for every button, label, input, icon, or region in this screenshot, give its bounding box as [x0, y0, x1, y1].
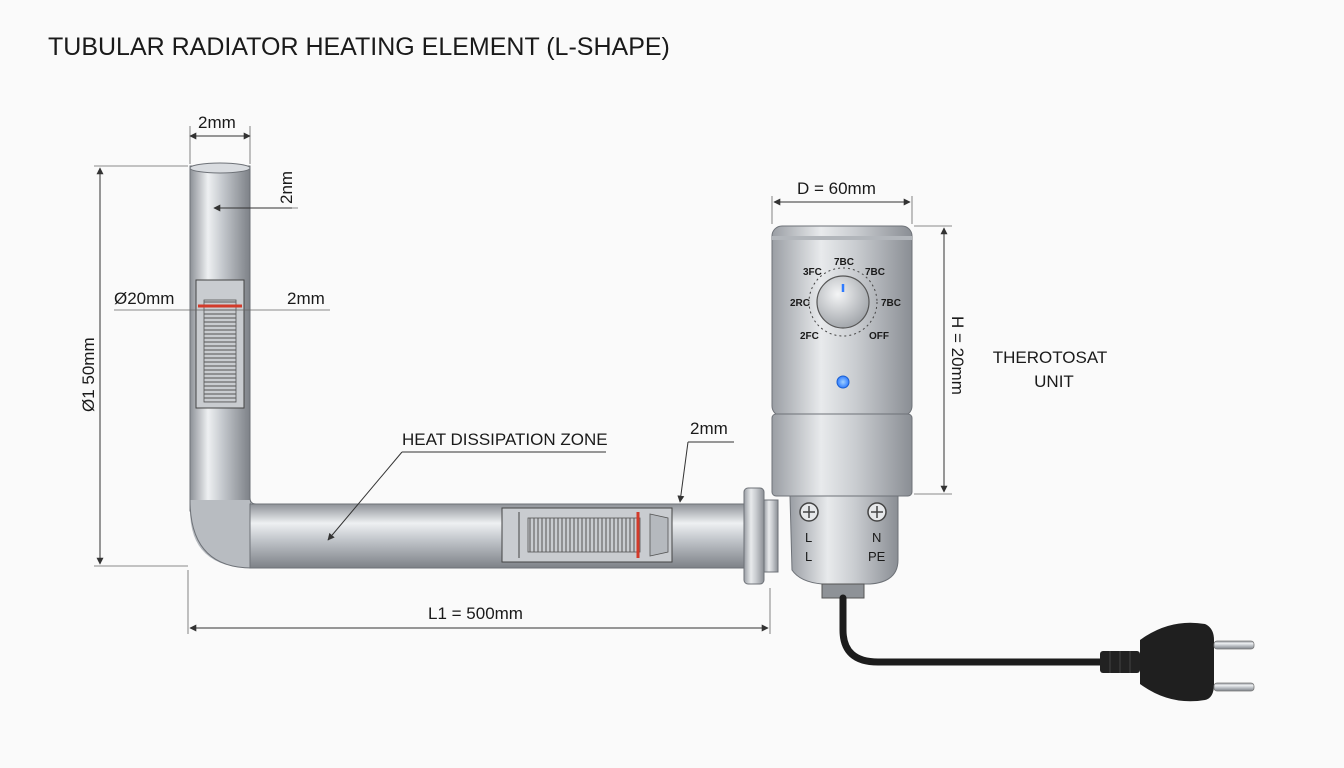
- terminal-label-l2: L: [805, 549, 812, 564]
- dial-label-1: 3FC: [803, 267, 822, 278]
- dial-label-6: 2FC: [800, 331, 819, 342]
- dimension-top-side: 2nm: [213, 171, 298, 212]
- dimension-thermostat-height-label: H = 20mm: [948, 316, 967, 395]
- dimension-zone-wall: 2mm: [677, 419, 734, 503]
- dimension-wall-label: 2mm: [287, 289, 325, 308]
- diagram-title: TUBULAR RADIATOR HEATING ELEMENT (L-SHAP…: [48, 33, 670, 61]
- thermostat-label-line1: THEROTOSAT: [993, 348, 1108, 367]
- heat-zone-label: HEAT DISSIPATION ZONE: [402, 430, 608, 449]
- dimension-thermostat-diameter: D = 60mm: [771, 179, 913, 224]
- power-plug: [1100, 622, 1255, 702]
- dimension-top-width-label: 2mm: [198, 113, 236, 132]
- terminal-label-pe: PE: [868, 549, 886, 564]
- heat-zone-callout: HEAT DISSIPATION ZONE: [327, 430, 608, 541]
- dial-label-5: 7BC: [881, 298, 901, 309]
- terminal-screw-right: [867, 502, 887, 522]
- dimension-inner-diameter: Ø20mm 2mm: [114, 289, 330, 311]
- dimension-length-label: L1 = 500mm: [428, 604, 523, 623]
- dimension-length: L1 = 500mm: [187, 570, 771, 634]
- pipe-flange: [743, 487, 779, 585]
- terminal-label-n: N: [872, 530, 881, 545]
- dimension-thermostat-diameter-label: D = 60mm: [797, 179, 876, 198]
- dimension-thermostat-height: H = 20mm: [914, 225, 967, 495]
- dimension-height: Ø1 50mm: [79, 165, 188, 567]
- thermostat-label-line2: UNIT: [1034, 372, 1074, 391]
- dial-label-off: OFF: [869, 331, 889, 342]
- dial-label-4: 2RC: [790, 298, 810, 309]
- dial-label-2: 7BC: [834, 257, 854, 268]
- thermostat-unit: 3FC 7BC 7BC 2RC 7BC 2FC OFF L L N PE: [771, 225, 913, 599]
- dimension-zone-wall-label: 2mm: [690, 419, 728, 438]
- l-shaped-pipe: [189, 162, 751, 569]
- terminal-label-l1: L: [805, 530, 812, 545]
- dimension-top-side-label: 2nm: [277, 171, 296, 204]
- indicator-led: [836, 375, 850, 389]
- dial-label-3: 7BC: [865, 267, 885, 278]
- dimension-inner-diameter-label: Ø20mm: [114, 289, 174, 308]
- temperature-dial[interactable]: [816, 275, 870, 329]
- dimension-top-width: 2mm: [189, 113, 251, 164]
- power-cable: [839, 594, 1108, 666]
- terminal-screw-left: [799, 502, 819, 522]
- dimension-height-label: Ø1 50mm: [79, 337, 98, 412]
